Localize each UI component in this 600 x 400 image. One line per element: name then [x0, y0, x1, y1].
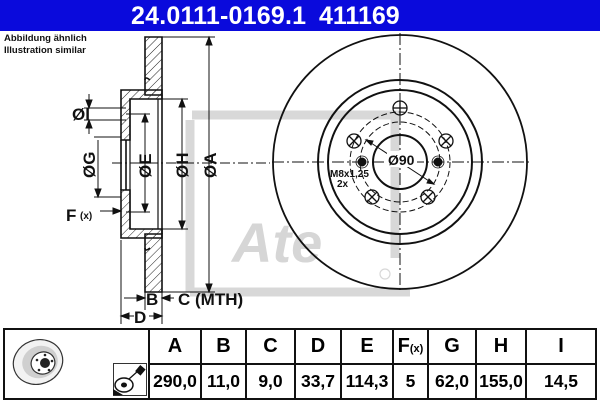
part-number: 24.0111-0169.1: [131, 2, 307, 30]
article-code: 411169: [319, 2, 400, 30]
title-bar: 24.0111-0169.1 411169: [0, 0, 600, 31]
coating-spray-icon: [113, 363, 147, 396]
label-f-sub: (x): [80, 211, 92, 222]
bolt-holes: [346, 100, 454, 205]
front-view: [272, 33, 530, 290]
label-b: B: [146, 290, 158, 309]
spec-table: A B C D E F(x) G H I 290,0 11,0 9,0 33,7…: [3, 328, 597, 400]
col-header-g: G: [427, 328, 477, 365]
col-header-d: D: [294, 328, 342, 365]
value-e: 114,3: [340, 363, 394, 400]
value-a: 290,0: [148, 363, 202, 400]
spec-value-row: 290,0 11,0 9,0 33,7 114,3 5 62,0 155,0 1…: [4, 363, 597, 400]
label-dia-e: ØE: [136, 153, 155, 178]
col-header-f: F(x): [392, 328, 429, 365]
col-header-f-sub: (x): [409, 343, 424, 355]
ate-watermark: Ate: [185, 110, 410, 297]
value-d: 33,7: [294, 363, 342, 400]
note-line-en: Illustration similar: [4, 45, 86, 56]
value-c: 9,0: [245, 363, 296, 400]
brake-disc-icon: [12, 339, 64, 385]
label-dia-a: ØA: [201, 153, 220, 179]
spec-header-row: A B C D E F(x) G H I: [3, 328, 597, 400]
value-f: 5: [392, 363, 429, 400]
label-dia-h: ØH: [173, 153, 192, 179]
col-header-b: B: [200, 328, 247, 365]
note-line-de: Abbildung ähnlich: [4, 33, 87, 44]
dimension-lines: [84, 35, 270, 324]
center-diameter-label: Ø90: [388, 152, 415, 168]
technical-drawing: Ate: [66, 33, 530, 327]
thread-spec-label: M8x1,25: [330, 169, 369, 180]
col-header-c: C: [245, 328, 296, 365]
value-i: 14,5: [525, 363, 597, 400]
illustration-note: Abbildung ähnlich Illustration similar: [4, 33, 87, 57]
label-d: D: [134, 308, 146, 327]
label-dia-i: ØI: [72, 105, 90, 124]
front-view-labels: Ø90 M8x1,25 2x: [330, 151, 417, 190]
col-header-a: A: [148, 328, 202, 365]
svg-text:Ate: Ate: [230, 211, 322, 274]
value-h: 155,0: [475, 363, 527, 400]
col-header-e: E: [340, 328, 394, 365]
thread-count-label: 2x: [337, 179, 349, 190]
col-header-h: H: [475, 328, 527, 365]
col-header-i: I: [525, 328, 597, 365]
label-f: F: [66, 206, 76, 225]
col-header-f-label: F: [397, 335, 410, 357]
product-image-cell: [3, 328, 150, 400]
label-dia-g: ØG: [80, 152, 99, 178]
section-labels: ØI ØG ØE ØH ØA F (x) B C (MTH) D: [66, 105, 243, 327]
value-b: 11,0: [200, 363, 247, 400]
value-g: 62,0: [427, 363, 477, 400]
label-c: C (MTH): [178, 290, 243, 309]
